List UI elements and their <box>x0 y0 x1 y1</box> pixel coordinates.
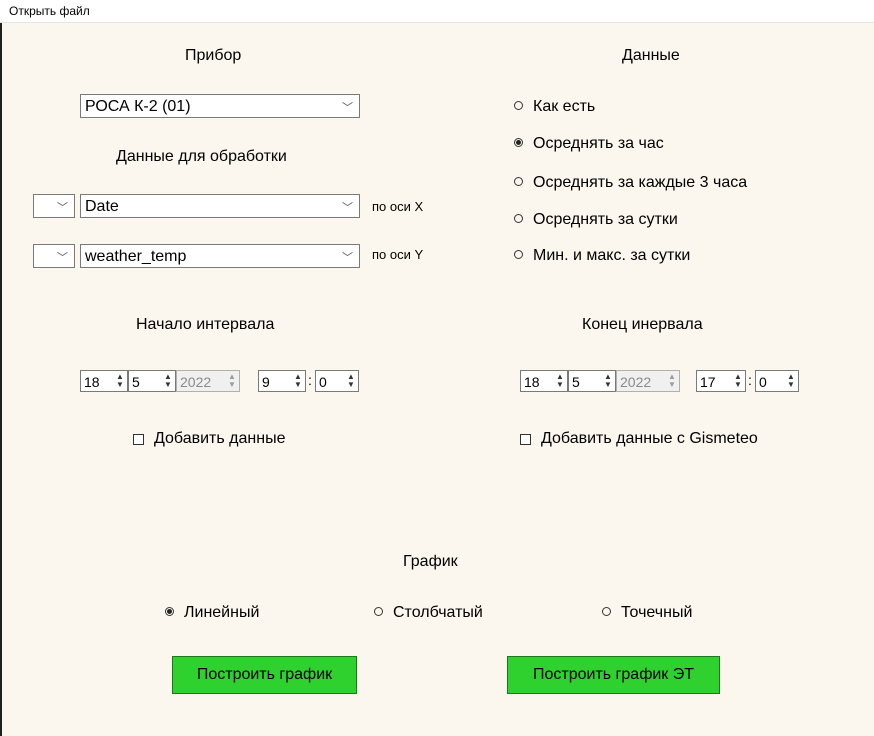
device-heading: Прибор <box>185 47 242 64</box>
data-mode-as-is-label: Как есть <box>533 98 596 115</box>
end-time-colon: : <box>748 372 752 388</box>
add-data-label: Добавить данные <box>154 430 286 447</box>
start-month-spinner[interactable]: 5 ▲▼ <box>128 370 176 392</box>
add-gismeteo-checkbox[interactable]: Добавить данные с Gismeteo <box>520 430 758 448</box>
spin-arrows-icon[interactable]: ▲▼ <box>116 372 124 389</box>
y-axis-label: по оси Y <box>372 247 424 262</box>
chart-heading: График <box>403 553 458 570</box>
radio-icon <box>374 606 383 616</box>
chart-type-scatter[interactable]: Точечный <box>602 604 692 622</box>
radio-selected-icon <box>165 606 174 616</box>
device-select-value: РОСА К-2 (01) <box>85 98 191 115</box>
chart-type-line[interactable]: Линейный <box>165 604 259 622</box>
data-mode-minmax-label: Мин. и макс. за сутки <box>533 247 691 264</box>
start-hour-spinner[interactable]: 9 ▲▼ <box>258 370 306 392</box>
data-mode-daily-label: Осреднять за сутки <box>533 211 678 228</box>
checkbox-icon <box>133 433 144 445</box>
radio-icon <box>514 176 523 186</box>
device-select[interactable]: РОСА К-2 (01) ﹀ <box>80 94 360 118</box>
add-data-checkbox[interactable]: Добавить данные <box>133 430 285 448</box>
spin-arrows-icon[interactable]: ▲▼ <box>604 372 612 389</box>
start-year-spinner: 2022 ▲▼ <box>176 370 240 392</box>
start-year-value: 2022 <box>180 374 212 390</box>
chart-type-bar[interactable]: Столбчатый <box>374 604 483 622</box>
y-prefix-select[interactable]: ﹀ <box>33 244 75 268</box>
build-chart-button[interactable]: Построить график <box>172 656 357 694</box>
menu-open-file[interactable]: Открыть файл <box>9 4 90 18</box>
chart-type-scatter-label: Точечный <box>621 604 693 621</box>
end-hour-spinner[interactable]: 17 ▲▼ <box>696 370 746 392</box>
x-prefix-select[interactable]: ﹀ <box>33 194 75 218</box>
spin-arrows-icon[interactable]: ▲▼ <box>347 372 355 389</box>
spin-arrows-icon: ▲▼ <box>668 372 676 389</box>
end-day-spinner[interactable]: 18 ▲▼ <box>520 370 568 392</box>
end-minute-value: 0 <box>759 374 767 390</box>
start-month-value: 5 <box>132 374 140 390</box>
spin-arrows-icon: ▲▼ <box>228 372 236 389</box>
start-time-colon: : <box>308 372 312 388</box>
end-minute-spinner[interactable]: 0 ▲▼ <box>755 370 799 392</box>
chevron-down-icon: ﹀ <box>342 202 353 214</box>
radio-selected-icon <box>514 137 523 147</box>
data-mode-daily[interactable]: Осреднять за сутки <box>514 211 678 229</box>
start-interval-heading: Начало интервала <box>136 316 275 333</box>
start-day-value: 18 <box>84 374 100 390</box>
spin-arrows-icon[interactable]: ▲▼ <box>734 372 742 389</box>
chevron-down-icon: ﹀ <box>57 252 68 264</box>
menu-bar: Открыть файл <box>0 0 874 23</box>
start-day-spinner[interactable]: 18 ▲▼ <box>80 370 128 392</box>
end-year-value: 2022 <box>620 374 652 390</box>
data-mode-hourly[interactable]: Осреднять за час <box>514 135 664 153</box>
end-month-spinner[interactable]: 5 ▲▼ <box>568 370 616 392</box>
data-mode-3h[interactable]: Осреднять за каждые 3 часа <box>514 174 747 192</box>
chart-type-bar-label: Столбчатый <box>393 604 483 621</box>
data-mode-as-is[interactable]: Как есть <box>514 98 595 116</box>
chart-type-line-label: Линейный <box>184 604 260 621</box>
data-mode-minmax[interactable]: Мин. и макс. за сутки <box>514 247 690 265</box>
end-day-value: 18 <box>524 374 540 390</box>
checkbox-icon <box>520 433 531 445</box>
radio-icon <box>514 249 523 259</box>
end-year-spinner: 2022 ▲▼ <box>616 370 680 392</box>
x-axis-label: по оси X <box>372 199 424 214</box>
x-column-select[interactable]: Date ﹀ <box>80 194 360 218</box>
start-hour-value: 9 <box>262 374 270 390</box>
start-minute-value: 0 <box>319 374 327 390</box>
radio-icon <box>602 606 611 616</box>
end-interval-heading: Конец инервала <box>582 316 703 333</box>
spin-arrows-icon[interactable]: ▲▼ <box>164 372 172 389</box>
end-hour-value: 17 <box>700 374 716 390</box>
start-minute-spinner[interactable]: 0 ▲▼ <box>315 370 359 392</box>
processing-heading: Данные для обработки <box>116 148 287 165</box>
end-month-value: 5 <box>572 374 580 390</box>
chevron-down-icon: ﹀ <box>57 202 68 214</box>
data-mode-heading: Данные <box>622 47 680 64</box>
spin-arrows-icon[interactable]: ▲▼ <box>294 372 302 389</box>
y-column-select[interactable]: weather_temp ﹀ <box>80 244 360 268</box>
data-mode-3h-label: Осреднять за каждые 3 часа <box>533 174 748 191</box>
x-column-value: Date <box>85 198 119 215</box>
radio-icon <box>514 213 523 223</box>
data-mode-hourly-label: Осреднять за час <box>533 135 664 152</box>
main-panel: Прибор РОСА К-2 (01) ﹀ Данные для обрабо… <box>2 23 874 736</box>
chevron-down-icon: ﹀ <box>342 102 353 114</box>
chevron-down-icon: ﹀ <box>342 252 353 264</box>
spin-arrows-icon[interactable]: ▲▼ <box>556 372 564 389</box>
y-column-value: weather_temp <box>85 248 187 265</box>
spin-arrows-icon[interactable]: ▲▼ <box>787 372 795 389</box>
build-chart-et-button[interactable]: Построить график ЭТ <box>507 656 720 694</box>
radio-icon <box>514 100 523 110</box>
add-gismeteo-label: Добавить данные с Gismeteo <box>541 430 758 447</box>
